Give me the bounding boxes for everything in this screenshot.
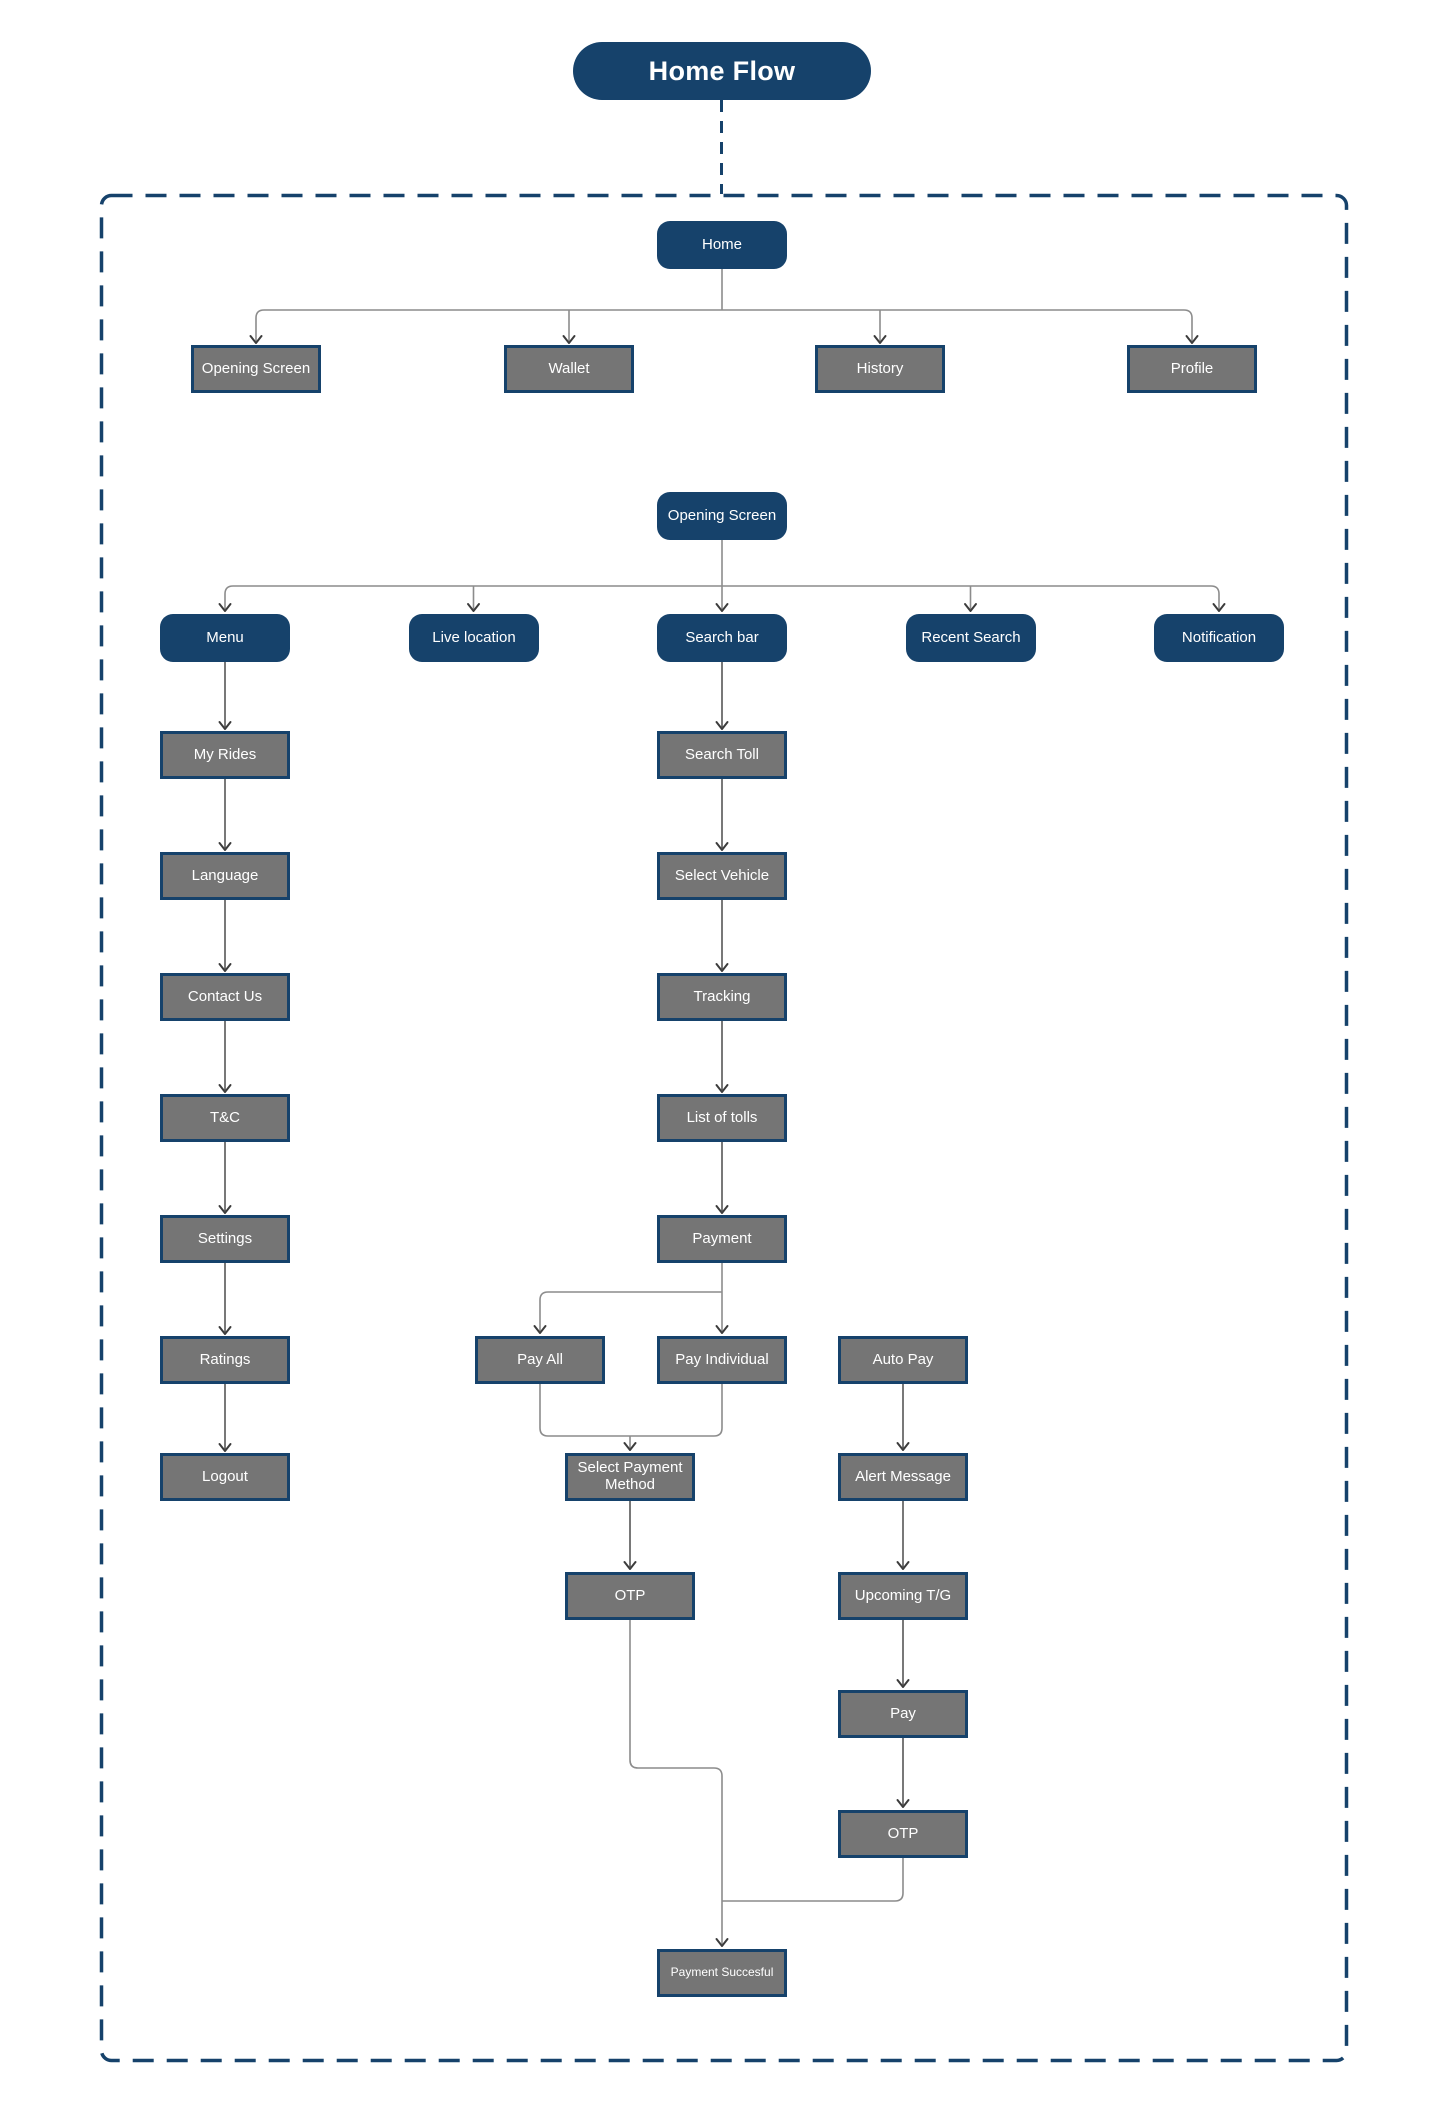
- otp-result-route: [629, 1620, 723, 1944]
- node-payment-succesful: Payment Succesful: [657, 1949, 787, 1997]
- node-search-bar: Search bar: [657, 614, 787, 662]
- otp2-merge-route: [722, 1858, 904, 1902]
- node-tracking: Tracking: [657, 973, 787, 1021]
- payment-merge-lines: [539, 1384, 723, 1448]
- node-my-rides: My Rides: [160, 731, 290, 779]
- flow-group-border: [99, 193, 1349, 2063]
- payment-split-lines: [539, 1263, 723, 1331]
- page-title: Home Flow: [573, 42, 871, 100]
- opening-screen-fanout-lines: [224, 540, 1220, 609]
- node-pay-individual: Pay Individual: [657, 1336, 787, 1384]
- node-select-payment-method: Select Payment Method: [565, 1453, 695, 1501]
- node-wallet: Wallet: [504, 345, 634, 393]
- node-otp-1: OTP: [565, 1572, 695, 1620]
- node-home: Home: [657, 221, 787, 269]
- node-logout: Logout: [160, 1453, 290, 1501]
- node-recent-search: Recent Search: [906, 614, 1036, 662]
- node-settings: Settings: [160, 1215, 290, 1263]
- arrowheads: [218, 335, 1226, 1947]
- node-opening-screen-hub: Opening Screen: [657, 492, 787, 540]
- node-notification: Notification: [1154, 614, 1284, 662]
- node-upcoming-tg: Upcoming T/G: [838, 1572, 968, 1620]
- node-pay: Pay: [838, 1690, 968, 1738]
- node-language: Language: [160, 852, 290, 900]
- node-search-toll: Search Toll: [657, 731, 787, 779]
- node-payment: Payment: [657, 1215, 787, 1263]
- node-select-vehicle: Select Vehicle: [657, 852, 787, 900]
- node-menu: Menu: [160, 614, 290, 662]
- node-profile: Profile: [1127, 345, 1257, 393]
- home-fanout-lines: [255, 269, 1193, 341]
- node-otp-2: OTP: [838, 1810, 968, 1858]
- node-terms-and-conditions: T&C: [160, 1094, 290, 1142]
- node-live-location: Live location: [409, 614, 539, 662]
- node-ratings: Ratings: [160, 1336, 290, 1384]
- node-auto-pay: Auto Pay: [838, 1336, 968, 1384]
- node-alert-message: Alert Message: [838, 1453, 968, 1501]
- node-history: History: [815, 345, 945, 393]
- node-opening-screen-child: Opening Screen: [191, 345, 321, 393]
- node-pay-all: Pay All: [475, 1336, 605, 1384]
- node-contact-us: Contact Us: [160, 973, 290, 1021]
- node-list-of-tolls: List of tolls: [657, 1094, 787, 1142]
